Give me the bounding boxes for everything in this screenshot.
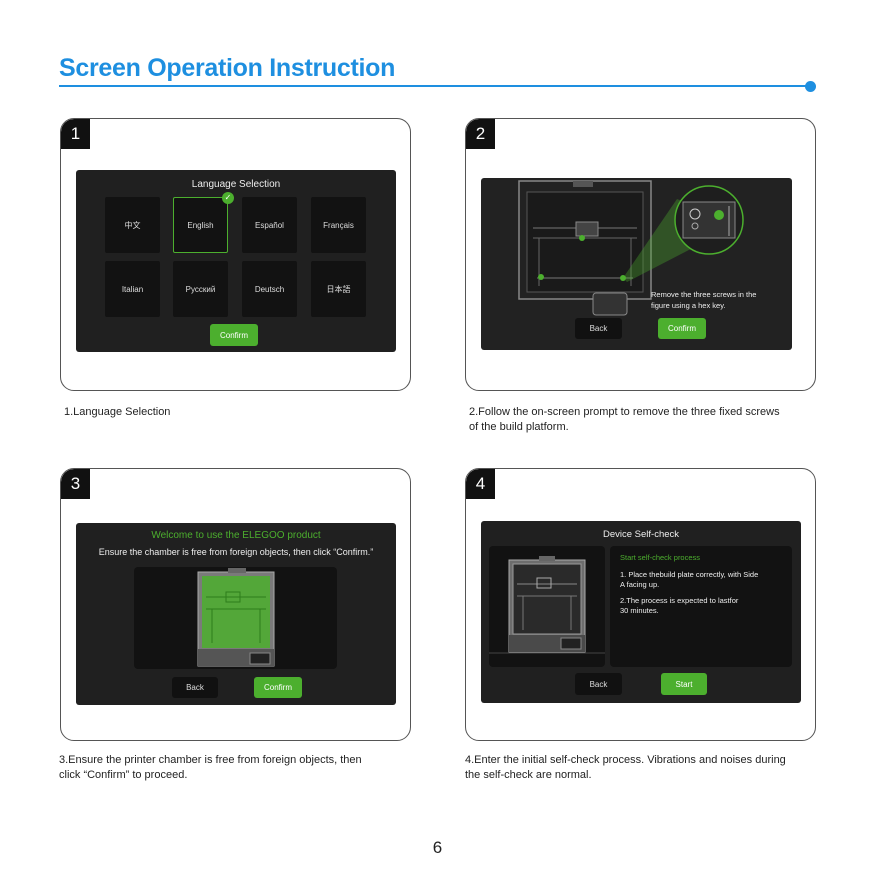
caption-line: the self-check are normal. [465,769,592,781]
language-option-japanese[interactable]: 日本語 [311,261,366,317]
selected-check-icon: ✓ [222,192,234,204]
start-button[interactable]: Start [661,673,707,695]
step-1-caption: 1.Language Selection [64,406,171,418]
language-option-chinese[interactable]: 中文 [105,197,160,253]
printer-screws-illustration [518,180,744,316]
language-option-french[interactable]: Français [311,197,366,253]
screw-removal-screen: Remove the three screws in the figure us… [481,178,792,350]
printer-preview-panel [134,567,337,669]
language-option-spanish[interactable]: Español [242,197,297,253]
back-button[interactable]: Back [172,677,218,698]
printer-image-panel [489,546,605,667]
step-number-badge: 2 [466,119,495,149]
back-button[interactable]: Back [575,673,622,695]
step-3-caption: 3.Ensure the printer chamber is free fro… [59,753,362,783]
prompt-line: figure using a hex key. [651,301,726,310]
welcome-screen: Welcome to use the ELEGOO product Ensure… [76,523,396,705]
step-number-badge: 1 [61,119,90,149]
screen-heading: Device Self-check [602,529,680,540]
confirm-button[interactable]: Confirm [210,324,258,346]
chamber-instruction: Ensure the chamber is free from foreign … [98,547,374,557]
caption-line: 4.Enter the initial self-check process. … [465,754,786,766]
panel-title: Start self-check process [620,553,701,562]
instruction-line: 30 minutes. [620,606,659,615]
screen-heading: Language Selection [191,179,281,190]
caption-line: 2.Follow the on-screen prompt to remove … [469,406,780,418]
language-option-german[interactable]: Deutsch [242,261,297,317]
step-3-card: 3 Welcome to use the ELEGOO product Ensu… [60,468,411,741]
language-selection-screen: Language Selection 中文 English ✓ Español … [76,170,396,352]
instruction-line: 2.The process is expected to lastfor [620,596,739,605]
step-4-card: 4 Device Self-check Start self-check pro… [465,468,816,741]
instruction-line: 1. Place thebuild plate correctly, with … [620,570,759,579]
step-2-card: 2 [465,118,816,391]
step-number-badge: 4 [466,469,495,499]
printer-chamber-illustration [197,568,275,667]
language-option-russian[interactable]: Русский [173,261,228,317]
caption-line: 3.Ensure the printer chamber is free fro… [59,754,362,766]
step-1-card: 1 Language Selection 中文 English ✓ Españo… [60,118,411,391]
back-button[interactable]: Back [575,318,622,339]
confirm-button[interactable]: Confirm [254,677,302,698]
printer-illustration [489,556,605,654]
self-check-screen: Device Self-check Start self-check proce… [481,521,801,703]
screw-prompt: Remove the three screws in the figure us… [651,289,756,311]
self-check-info-panel: Start self-check process 1. Place thebui… [610,546,792,667]
title-underline [59,85,811,87]
welcome-heading: Welcome to use the ELEGOO product [151,530,321,541]
step-2-caption: 2.Follow the on-screen prompt to remove … [469,405,780,435]
caption-line: of the build platform. [469,421,569,433]
page-title: Screen Operation Instruction [59,54,396,82]
instruction-line: A facing up. [620,580,660,589]
step-4-caption: 4.Enter the initial self-check process. … [465,753,786,783]
caption-line: click “Confirm” to proceed. [59,769,188,781]
language-option-english[interactable]: English [173,197,228,253]
language-option-italian[interactable]: Italian [105,261,160,317]
page-number: 6 [432,838,443,857]
confirm-button[interactable]: Confirm [658,318,706,339]
title-underline-dot [805,81,816,92]
step-number-badge: 3 [61,469,90,499]
prompt-line: Remove the three screws in the [651,290,757,299]
